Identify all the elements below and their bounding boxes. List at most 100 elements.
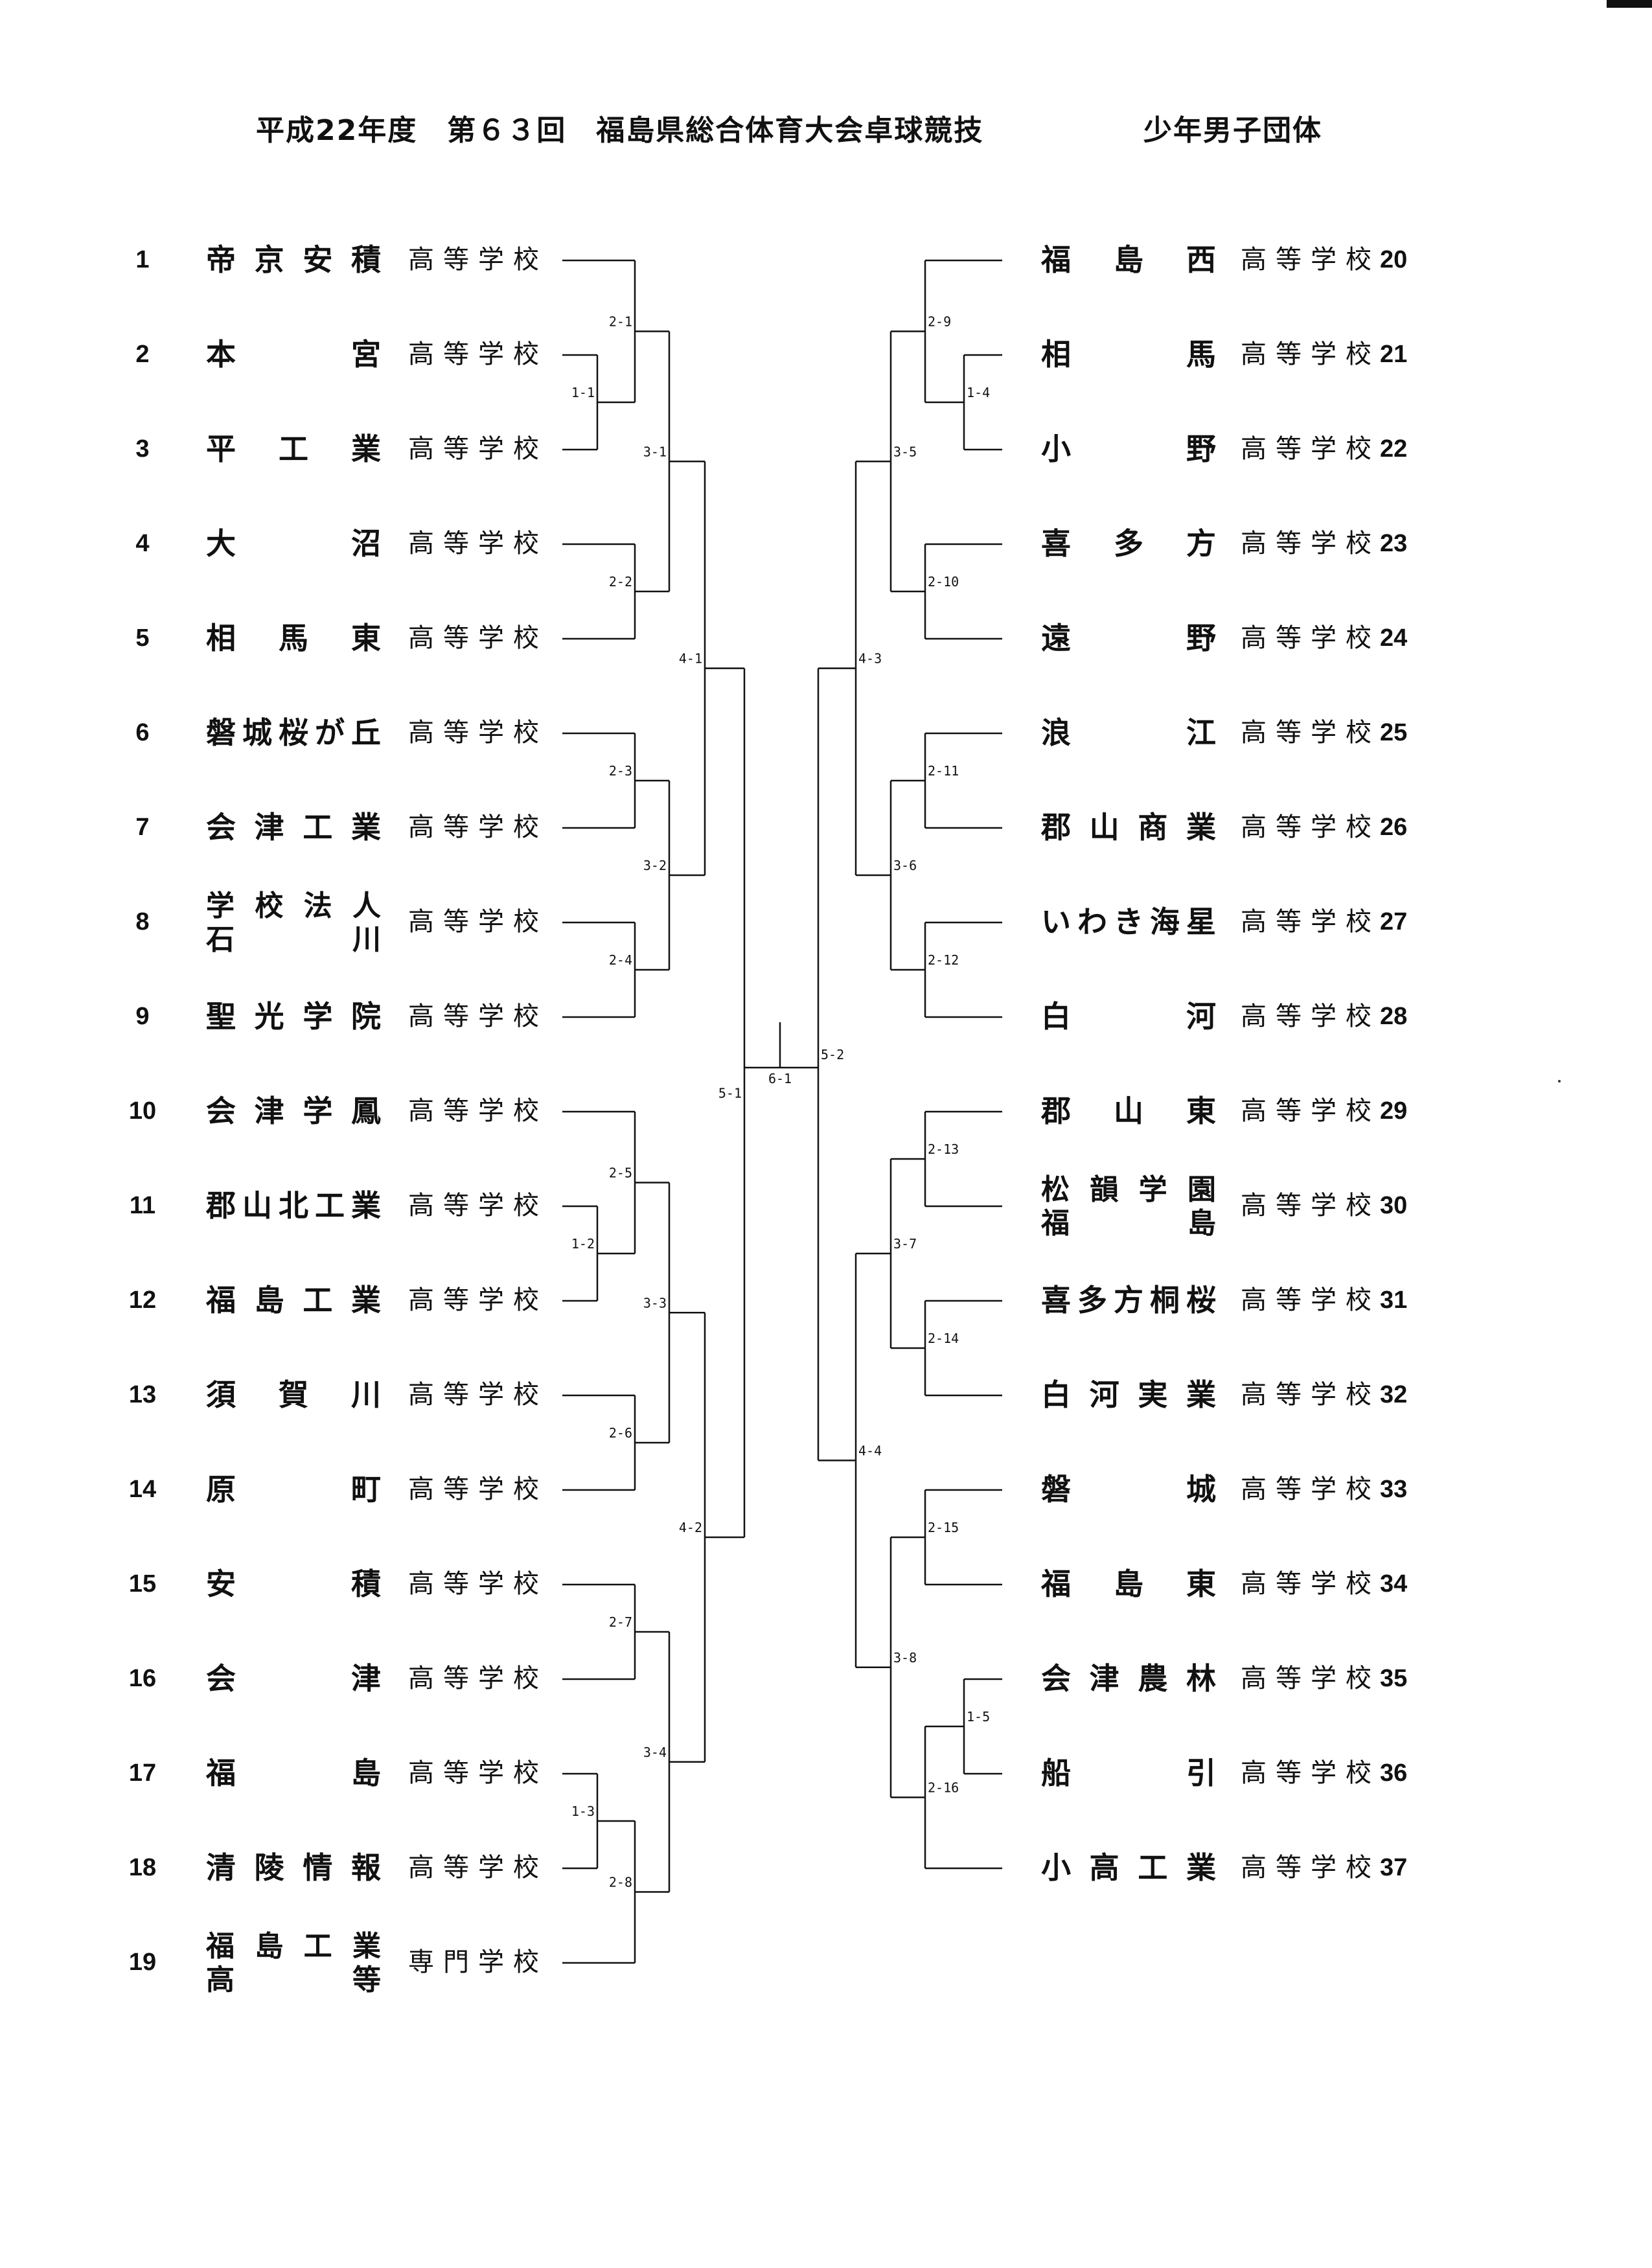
match-label: 5-2 (821, 1047, 844, 1062)
team-name: 帝京安積 (206, 242, 381, 277)
team-name: 福島工業 (206, 1930, 381, 1963)
team-name: 白河実業 (1041, 1377, 1216, 1412)
team-name-line2: 高 等 (206, 1964, 381, 1997)
school-type: 高等学校 (408, 623, 548, 653)
match-label: 4-2 (679, 1520, 702, 1535)
match-label: 1-3 (571, 1804, 595, 1819)
team-number: 32 (1380, 1381, 1408, 1408)
school-type: 高等学校 (1241, 1191, 1381, 1220)
team-name: 大 沼 (206, 526, 381, 561)
school-type: 高等学校 (408, 434, 548, 464)
team-name: 福島工業 (206, 1283, 381, 1318)
team-name: 小高工業 (1041, 1850, 1216, 1885)
match-label: 1-4 (967, 385, 990, 400)
school-type: 高等学校 (1241, 907, 1381, 937)
team-number: 20 (1380, 246, 1408, 273)
school-type: 高等学校 (1241, 1096, 1381, 1126)
team-name: 福 島 (206, 1756, 381, 1791)
team-number: 13 (128, 1381, 157, 1408)
team-number: 9 (135, 1003, 150, 1030)
team-number: 3 (135, 435, 150, 463)
school-type: 高等学校 (408, 1664, 548, 1693)
team-number: 2 (135, 341, 150, 368)
school-type: 高等学校 (408, 245, 548, 275)
match-label: 3-1 (643, 444, 667, 459)
team-number: 14 (128, 1476, 157, 1503)
team-number: 16 (128, 1665, 157, 1692)
school-type: 高等学校 (408, 1853, 548, 1883)
match-label: 2-9 (928, 314, 951, 330)
match-label: 3-4 (643, 1745, 667, 1760)
team-name: 清陵情報 (206, 1850, 381, 1885)
school-type: 高等学校 (1241, 1664, 1381, 1693)
school-type: 高等学校 (1241, 718, 1381, 748)
school-type: 高等学校 (1241, 1569, 1381, 1599)
team-name: 遠 野 (1041, 621, 1216, 656)
match-label: 3-8 (893, 1650, 917, 1666)
team-number: 1 (135, 246, 150, 273)
match-label: 2-4 (609, 952, 632, 968)
school-type: 高等学校 (408, 1096, 548, 1126)
scan-edge-mark (1607, 0, 1652, 8)
team-name: 小 野 (1041, 431, 1216, 466)
team-number: 24 (1380, 624, 1408, 652)
team-name: 喜多方桐桜 (1041, 1283, 1216, 1318)
team-number: 7 (135, 814, 150, 841)
match-label: 2-16 (928, 1780, 959, 1796)
team-number: 5 (135, 624, 150, 652)
match-label: 2-12 (928, 952, 959, 968)
match-label: 2-5 (609, 1165, 632, 1181)
school-type: 高等学校 (1241, 1474, 1381, 1504)
match-label: 3-6 (893, 858, 917, 873)
team-number: 19 (128, 1949, 157, 1976)
team-name-line2: 石 川 (206, 923, 381, 956)
team-name: 会津工業 (206, 810, 381, 845)
school-type: 高等学校 (408, 1474, 548, 1504)
team-number: 27 (1380, 908, 1408, 935)
match-label: 3-2 (643, 858, 667, 873)
team-name: 喜多方 (1041, 526, 1216, 561)
team-name: 平工業 (206, 431, 381, 466)
team-number: 35 (1380, 1665, 1408, 1692)
team-name: 福島西 (1041, 242, 1216, 277)
match-label: 2-3 (609, 763, 632, 779)
team-name: 相馬東 (206, 621, 381, 656)
team-name: 郡山商業 (1041, 810, 1216, 845)
match-label: 2-13 (928, 1141, 959, 1157)
team-name: 磐 城 (1041, 1472, 1216, 1507)
match-label: 4-4 (858, 1443, 882, 1458)
match-label: 5-1 (718, 1085, 742, 1101)
team-number: 25 (1380, 719, 1408, 746)
school-type: 高等学校 (408, 718, 548, 748)
school-type: 高等学校 (408, 1758, 548, 1788)
school-type: 高等学校 (408, 1380, 548, 1410)
school-type: 高等学校 (408, 1569, 548, 1599)
division-label: 少年男子団体 (1143, 114, 1322, 147)
team-number: 23 (1380, 530, 1408, 557)
team-name: 郡山北工業 (206, 1188, 381, 1223)
match-label: 3-7 (893, 1236, 917, 1252)
school-type: 高等学校 (408, 907, 548, 937)
match-label: 1-1 (571, 385, 595, 400)
match-label: 1-5 (967, 1709, 990, 1724)
school-type: 高等学校 (408, 812, 548, 842)
match-label: 3-5 (893, 444, 917, 459)
school-type: 高等学校 (1241, 812, 1381, 842)
school-type: 高等学校 (1241, 339, 1381, 369)
team-name-line2: 福 島 (1041, 1207, 1216, 1240)
team-name: 磐城桜が丘 (206, 715, 381, 750)
team-number: 36 (1380, 1759, 1408, 1787)
school-type: 高等学校 (408, 1191, 548, 1220)
team-name: 須賀川 (206, 1377, 381, 1412)
team-name: いわき海星 (1041, 904, 1216, 939)
team-number: 17 (128, 1759, 157, 1787)
match-label: 2-2 (609, 574, 632, 590)
school-type: 高等学校 (1241, 1285, 1381, 1315)
match-label: 1-2 (571, 1236, 595, 1252)
team-name: 船 引 (1041, 1756, 1216, 1791)
match-label: 2-8 (609, 1875, 632, 1890)
team-number: 12 (128, 1287, 157, 1314)
school-type: 高等学校 (408, 529, 548, 558)
